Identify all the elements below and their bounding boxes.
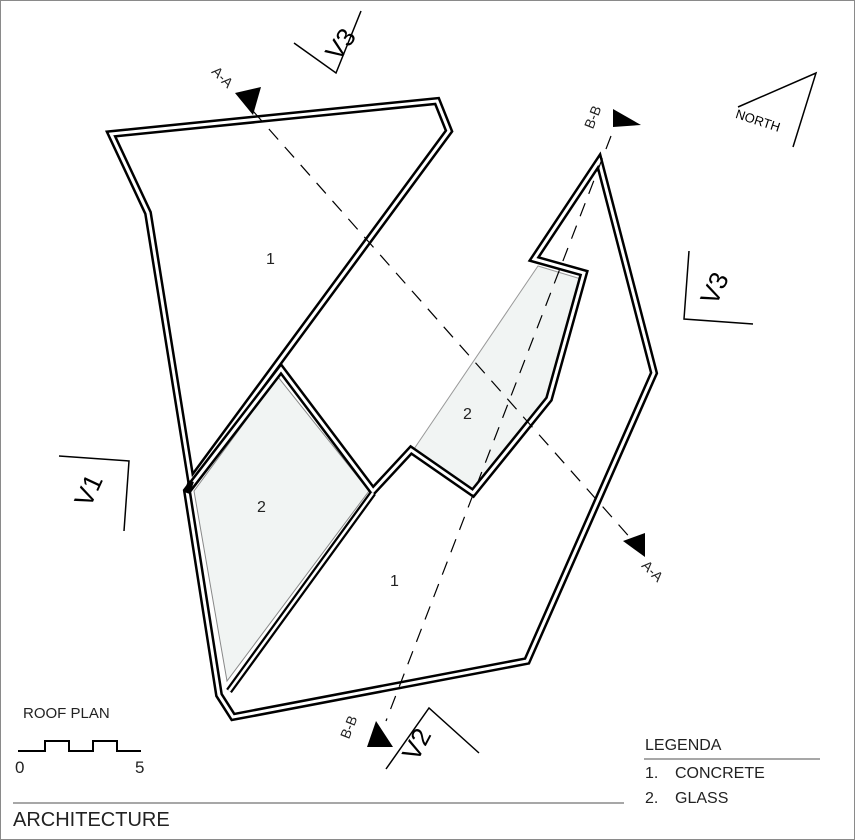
- section-arrow-a-bottom: [623, 533, 645, 557]
- legend-item-concrete: CONCRETE: [675, 765, 765, 782]
- section-arrow-b-top: [613, 109, 641, 127]
- legend-item-glass: GLASS: [675, 790, 729, 807]
- glass-divider: [226, 490, 376, 694]
- zone-label-concrete-lower: 1: [390, 573, 399, 590]
- scale-bar: [18, 740, 141, 752]
- zone-label-glass-left: 2: [257, 499, 266, 516]
- legend-heading: LEGENDA: [645, 737, 722, 754]
- zone-label-glass-right: 2: [463, 406, 472, 423]
- glass-divider-top: [184, 480, 194, 494]
- scale-start: 0: [15, 758, 25, 777]
- view-marker-v1: [58, 455, 130, 532]
- view-marker-v3-top: [293, 10, 362, 75]
- section-line-b: [385, 135, 612, 722]
- legend-item-number: 1.: [645, 765, 659, 782]
- plan-title: ROOF PLAN: [23, 705, 110, 722]
- view-marker-v2: [385, 706, 480, 770]
- sheet-title: ARCHITECTURE: [13, 809, 170, 831]
- section-arrow-a-top: [235, 87, 261, 115]
- lower-wing-outline: [182, 151, 659, 722]
- scale-end: 5: [135, 758, 145, 777]
- upper-wing-outline: [104, 96, 454, 492]
- section-arrow-b-bottom: [367, 721, 393, 747]
- legend-item-number: 2.: [645, 790, 659, 807]
- north-arrow-icon: [737, 71, 818, 148]
- view-marker-v3-right: [683, 250, 754, 325]
- zone-label-concrete-upper: 1: [266, 251, 275, 268]
